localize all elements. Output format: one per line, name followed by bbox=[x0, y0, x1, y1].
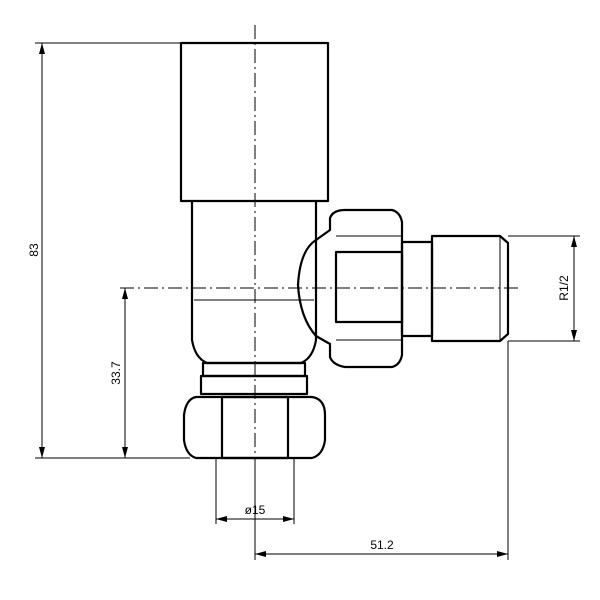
dim-label-512: 51.2 bbox=[370, 538, 394, 552]
arrow-r12-bottom bbox=[571, 330, 577, 341]
arrow-d15-left bbox=[216, 516, 227, 522]
arrow-33-7-bottom bbox=[122, 447, 128, 458]
outlet-collar bbox=[201, 361, 307, 378]
outlet-nut bbox=[182, 395, 327, 460]
valve-elbow bbox=[296, 238, 318, 338]
threaded-tail bbox=[400, 240, 434, 338]
dim-thread-size: R1/2 bbox=[508, 235, 580, 342]
outlet-collar-ring bbox=[199, 374, 309, 396]
arrow-512-right bbox=[497, 551, 508, 557]
dim-horizontal-offset: 51.2 bbox=[254, 341, 509, 560]
arrow-512-left bbox=[255, 551, 266, 557]
inlet-nut-flat bbox=[334, 250, 404, 324]
dim-overall-height: 83 bbox=[27, 42, 190, 459]
dim-inlet-height: 33.7 bbox=[109, 288, 128, 458]
arrow-d15-right bbox=[283, 516, 294, 522]
valve-body bbox=[179, 41, 510, 460]
arrow-33-7-top bbox=[122, 288, 128, 299]
dim-label-33-7: 33.7 bbox=[109, 361, 123, 385]
arrow-r12-top bbox=[571, 236, 577, 247]
arrow-83-top bbox=[39, 43, 45, 54]
dim-label-83: 83 bbox=[27, 243, 41, 257]
arrow-83-bottom bbox=[39, 447, 45, 458]
dim-label-r12: R1/2 bbox=[557, 275, 571, 301]
center-lines bbox=[120, 25, 520, 470]
